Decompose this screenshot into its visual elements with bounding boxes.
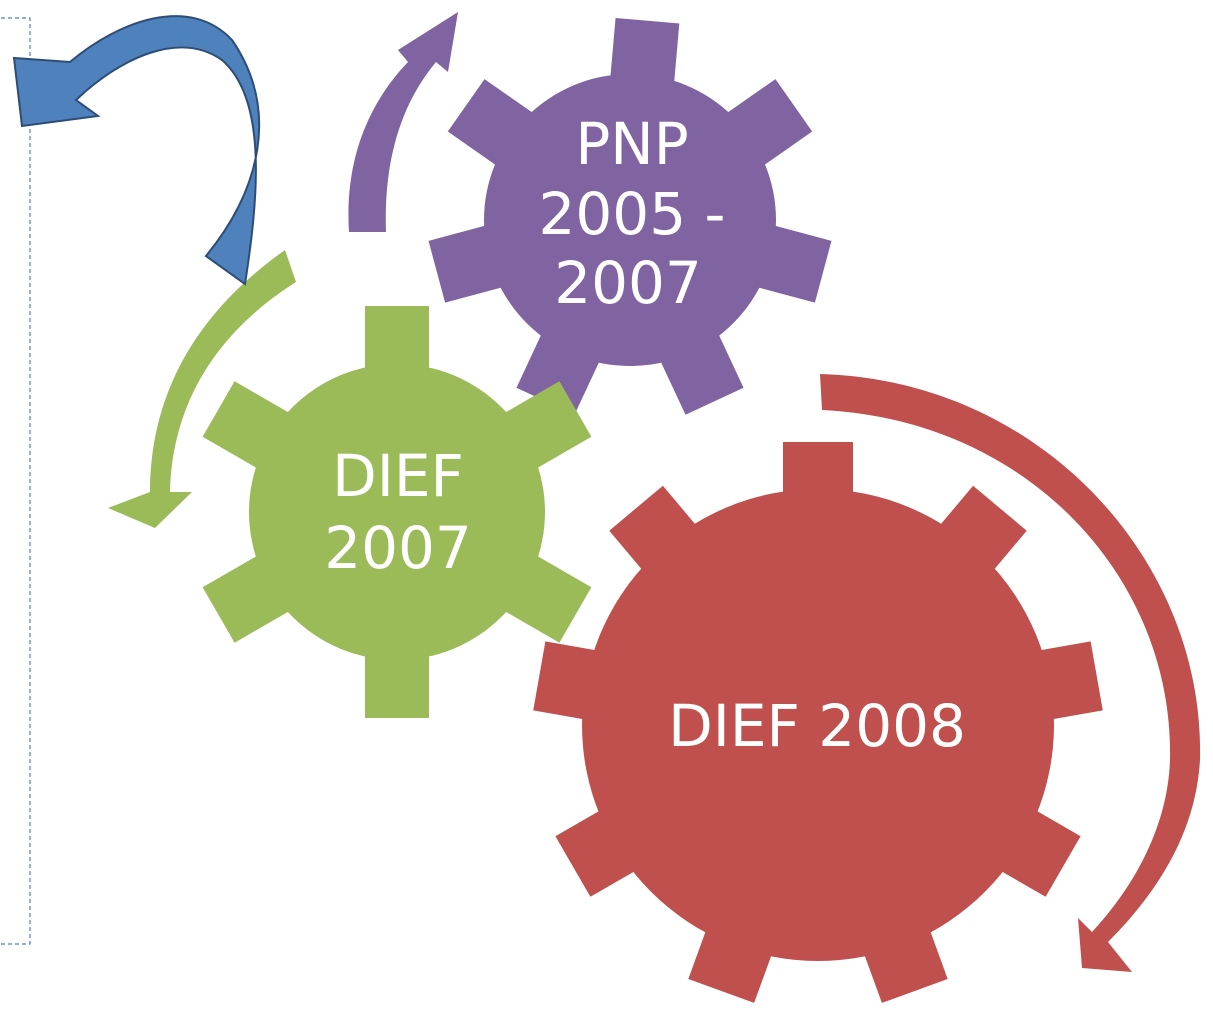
gear-pnp-label-line3: 2007: [554, 249, 702, 317]
gear-pnp-label-line2: 2005 -: [539, 180, 726, 248]
red-curved-arrow: [820, 374, 1201, 972]
gear-dief-2008-teeth: [533, 442, 1103, 1003]
gear-dief-2008: DIEF 2008: [533, 442, 1103, 1003]
gear-pnp: PNP 2005 - 2007: [428, 17, 832, 415]
gear-dief-2007: DIEF 2007: [202, 306, 592, 718]
gear-dief-2008-label: DIEF 2008: [668, 692, 966, 760]
gear-dief-2007-label-line1: DIEF: [332, 442, 464, 510]
blue-curved-arrow: [12, 15, 261, 286]
gear-dief-2007-label-line2: 2007: [324, 514, 472, 582]
gear-dief-2007-teeth: [202, 306, 592, 718]
gear-pnp-label-line1: PNP: [575, 110, 688, 178]
gear-pnp-teeth: [428, 17, 832, 415]
green-curved-arrow: [108, 250, 296, 528]
dashed-placeholder-frame: [0, 17, 31, 945]
purple-curved-arrow: [348, 12, 458, 232]
